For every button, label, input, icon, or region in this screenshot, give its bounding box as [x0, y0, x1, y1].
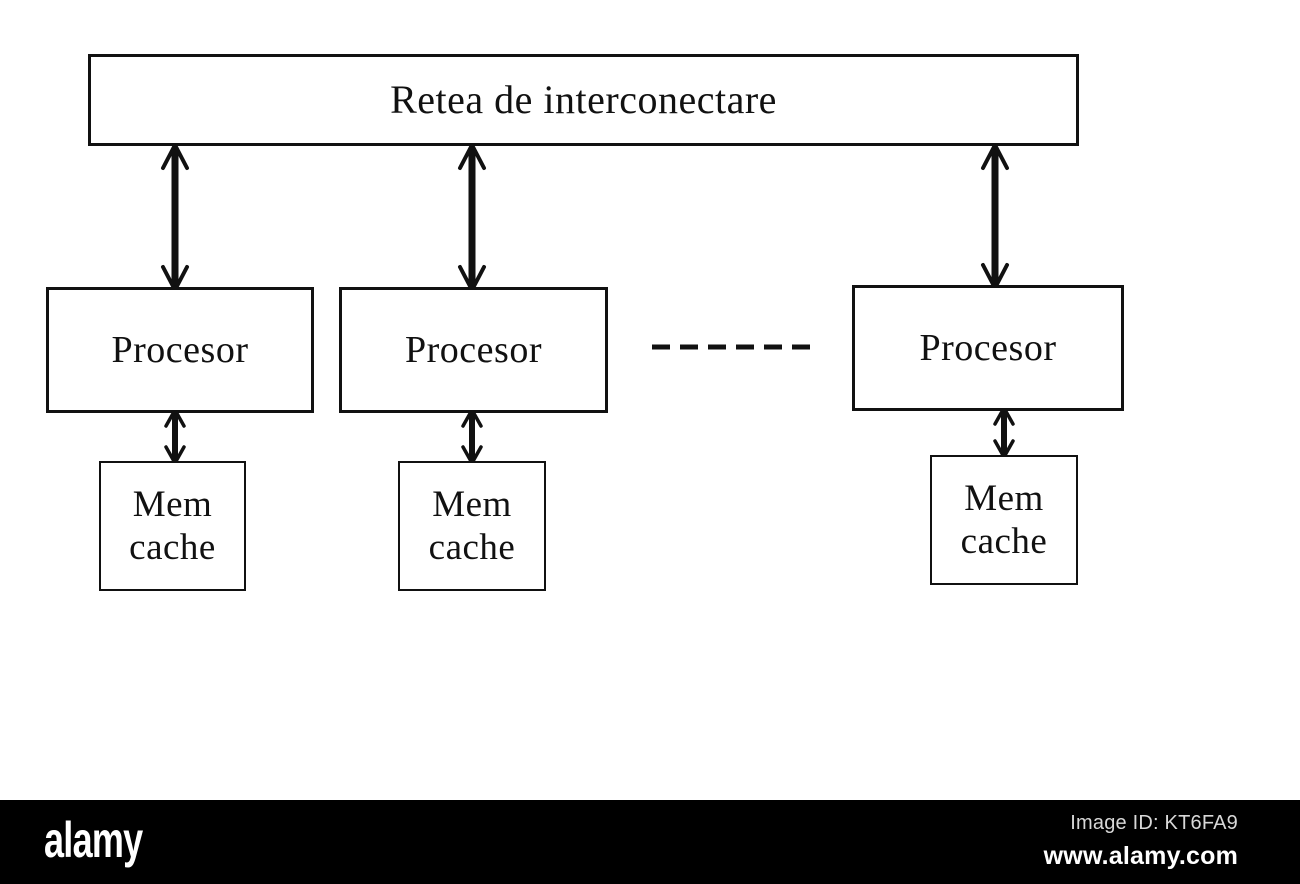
alamy-watermark-bar: alamy Image ID: KT6FA9 www.alamy.com: [0, 800, 1300, 884]
processor-box-2: Procesor: [339, 287, 608, 413]
processor-label-1: Procesor: [111, 328, 249, 371]
cache-box-2: Mem cache: [398, 461, 546, 591]
connector-processor-3-to-cache-3: [993, 406, 1015, 459]
connector-network-to-processor-1: [161, 143, 189, 292]
connector-processor-1-to-cache-1: [164, 408, 186, 465]
cache-label-3-line2: cache: [960, 521, 1048, 562]
processor-label-3: Procesor: [919, 326, 1057, 369]
cache-label-3-line1: Mem: [964, 477, 1044, 519]
cache-box-1: Mem cache: [99, 461, 246, 591]
image-id-text: Image ID: KT6FA9: [1070, 812, 1238, 834]
processor-box-1: Procesor: [46, 287, 314, 413]
processor-box-3: Procesor: [852, 285, 1124, 411]
interconnection-network-label: Retea de interconectare: [390, 76, 777, 122]
processor-label-2: Procesor: [405, 328, 542, 371]
diagram-connectors-layer: [161, 143, 1015, 465]
alamy-logo: alamy: [44, 812, 143, 868]
alamy-url-text: www.alamy.com: [1043, 842, 1238, 870]
connector-network-to-processor-2: [458, 143, 486, 292]
cache-label-2-line1: Mem: [432, 483, 512, 525]
cache-label-1-line1: Mem: [132, 483, 213, 525]
connector-processor-2-to-cache-2: [461, 408, 483, 465]
connector-network-to-processor-3: [981, 143, 1009, 290]
block-diagram: Retea de interconectare Procesor Proceso…: [46, 54, 1124, 591]
cache-label-2-line2: cache: [428, 527, 516, 568]
cache-box-3: Mem cache: [930, 455, 1078, 585]
cache-label-1-line2: cache: [129, 527, 216, 568]
interconnection-network-box: Retea de interconectare: [88, 54, 1079, 146]
